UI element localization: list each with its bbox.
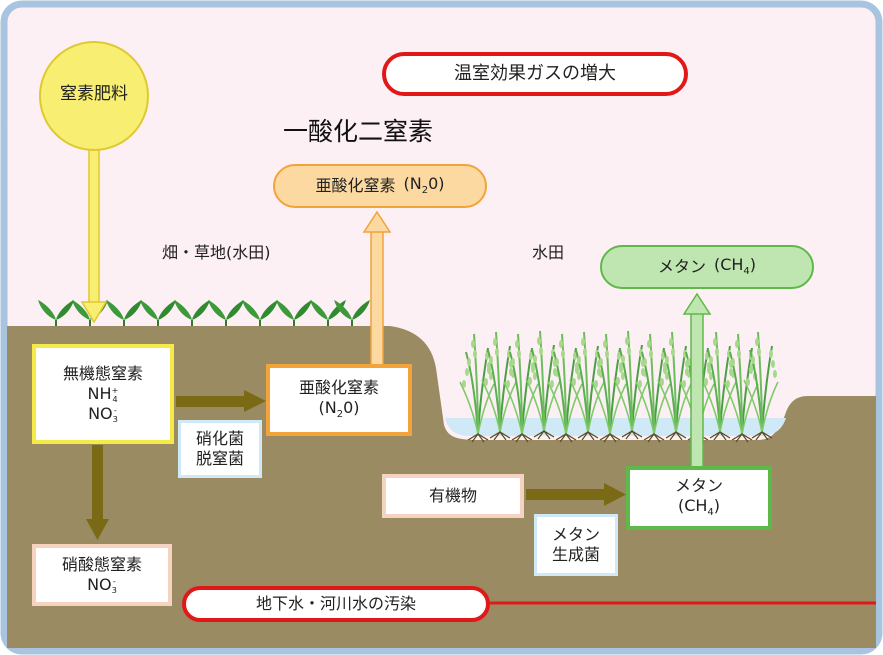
nitrate-nitrogen-box: 硝酸態窒素 NO-3 — [32, 544, 172, 606]
methane-air-formula-post: ) — [749, 255, 757, 275]
nitrifying-bacteria-box: 硝化菌 脱窒菌 — [178, 420, 262, 478]
methane-air-formula-pre: (CH — [713, 255, 744, 275]
pollution-pill: 地下水・河川水の汚染 — [182, 586, 490, 622]
methanogen-line2: 生成菌 — [551, 545, 600, 564]
methanogenesis-arrow — [526, 483, 626, 506]
methane-soil-formula: (CH4) — [678, 496, 720, 520]
paddy-label-text: 水田 — [532, 243, 565, 262]
paddy-water — [445, 418, 786, 436]
methane-soil-sub: 4 — [707, 507, 714, 519]
nitrification-arrow — [176, 390, 266, 412]
n2o-air-formula-post: 0) — [428, 174, 445, 194]
methane-soil-name: メタン — [674, 476, 723, 496]
methanogen-box: メタン 生成菌 — [534, 514, 618, 576]
greenhouse-gas-pill: 温室効果ガスの増大 — [382, 52, 688, 96]
nitrate-name: 硝酸態窒素 — [61, 555, 142, 574]
annotation-text: 一酸化二窒素 — [283, 117, 434, 146]
n2o-soil-formula-post: 0) — [343, 398, 360, 418]
fertilizer-circle — [39, 41, 149, 151]
n2o-air-sub: 2 — [421, 185, 429, 197]
field-label: 畑・草地(水田) — [162, 243, 271, 262]
no3-base: NO — [88, 404, 113, 423]
nh4-base: NH — [87, 384, 112, 403]
greenhouse-gas-text: 温室効果ガスの増大 — [454, 62, 616, 84]
no3-sup: - — [113, 405, 117, 416]
nitrate-formula: NO-3 — [87, 575, 117, 595]
methane-soil-formula-post: ) — [713, 496, 721, 516]
nh4-sub: 4 — [112, 393, 118, 404]
n2o-air-formula-pre: (N — [403, 174, 422, 194]
inorganic-n-name: 無機態窒素 — [62, 364, 143, 383]
nh4-sup: + — [111, 385, 119, 396]
inorganic-n-nh4: NH+4 — [88, 384, 119, 404]
n2o-air-formula: (N20) — [404, 174, 445, 198]
organic-matter-box: 有機物 — [382, 474, 524, 518]
field-label-text: 畑・草地(水田) — [162, 243, 271, 262]
bacteria-nitrifier: 硝化菌 — [195, 429, 244, 448]
methane-air-formula: (CH4) — [714, 255, 756, 279]
methane-air-name: メタン — [657, 257, 706, 276]
n2o-soil-formula: (N20) — [318, 398, 359, 422]
n2o-soil-sub: 2 — [336, 409, 344, 421]
methane-soil-formula-pre: (CH — [677, 496, 708, 516]
no3-sub: 3 — [112, 413, 118, 424]
fertilizer-label: 窒素肥料 — [44, 80, 144, 110]
annotation-n2o: 一酸化二窒素 — [283, 117, 434, 147]
methane-soil-box: メタン (CH4) — [626, 466, 772, 530]
inorganic-n-no3: NO-3 — [88, 404, 118, 424]
n2o-soil-name: 亜酸化窒素 — [298, 378, 379, 398]
methanogen-line1: メタン — [551, 525, 600, 544]
bacteria-denitrifier: 脱窒菌 — [195, 449, 244, 468]
inorganic-nitrogen-box: 無機態窒素 NH+4 NO-3 — [32, 344, 174, 444]
nitrate-sup: - — [112, 576, 116, 587]
fertilizer-text: 窒素肥料 — [60, 84, 128, 105]
n2o-air-name: 亜酸化窒素 — [315, 176, 396, 195]
paddy-label: 水田 — [532, 243, 565, 262]
nitrate-no3-base: NO — [87, 575, 112, 594]
leaching-arrow — [86, 445, 109, 540]
n2o-air-pill: 亜酸化窒素 (N20) — [273, 164, 487, 208]
n2o-soil-formula-pre: (N — [318, 398, 337, 418]
n2o-soil-box: 亜酸化窒素 (N20) — [266, 364, 412, 436]
nitrate-sub: 3 — [111, 584, 117, 595]
methane-air-sub: 4 — [743, 266, 750, 278]
organic-text: 有機物 — [428, 486, 477, 505]
pollution-text: 地下水・河川水の汚染 — [255, 594, 416, 613]
methane-air-pill: メタン (CH4) — [600, 245, 814, 289]
